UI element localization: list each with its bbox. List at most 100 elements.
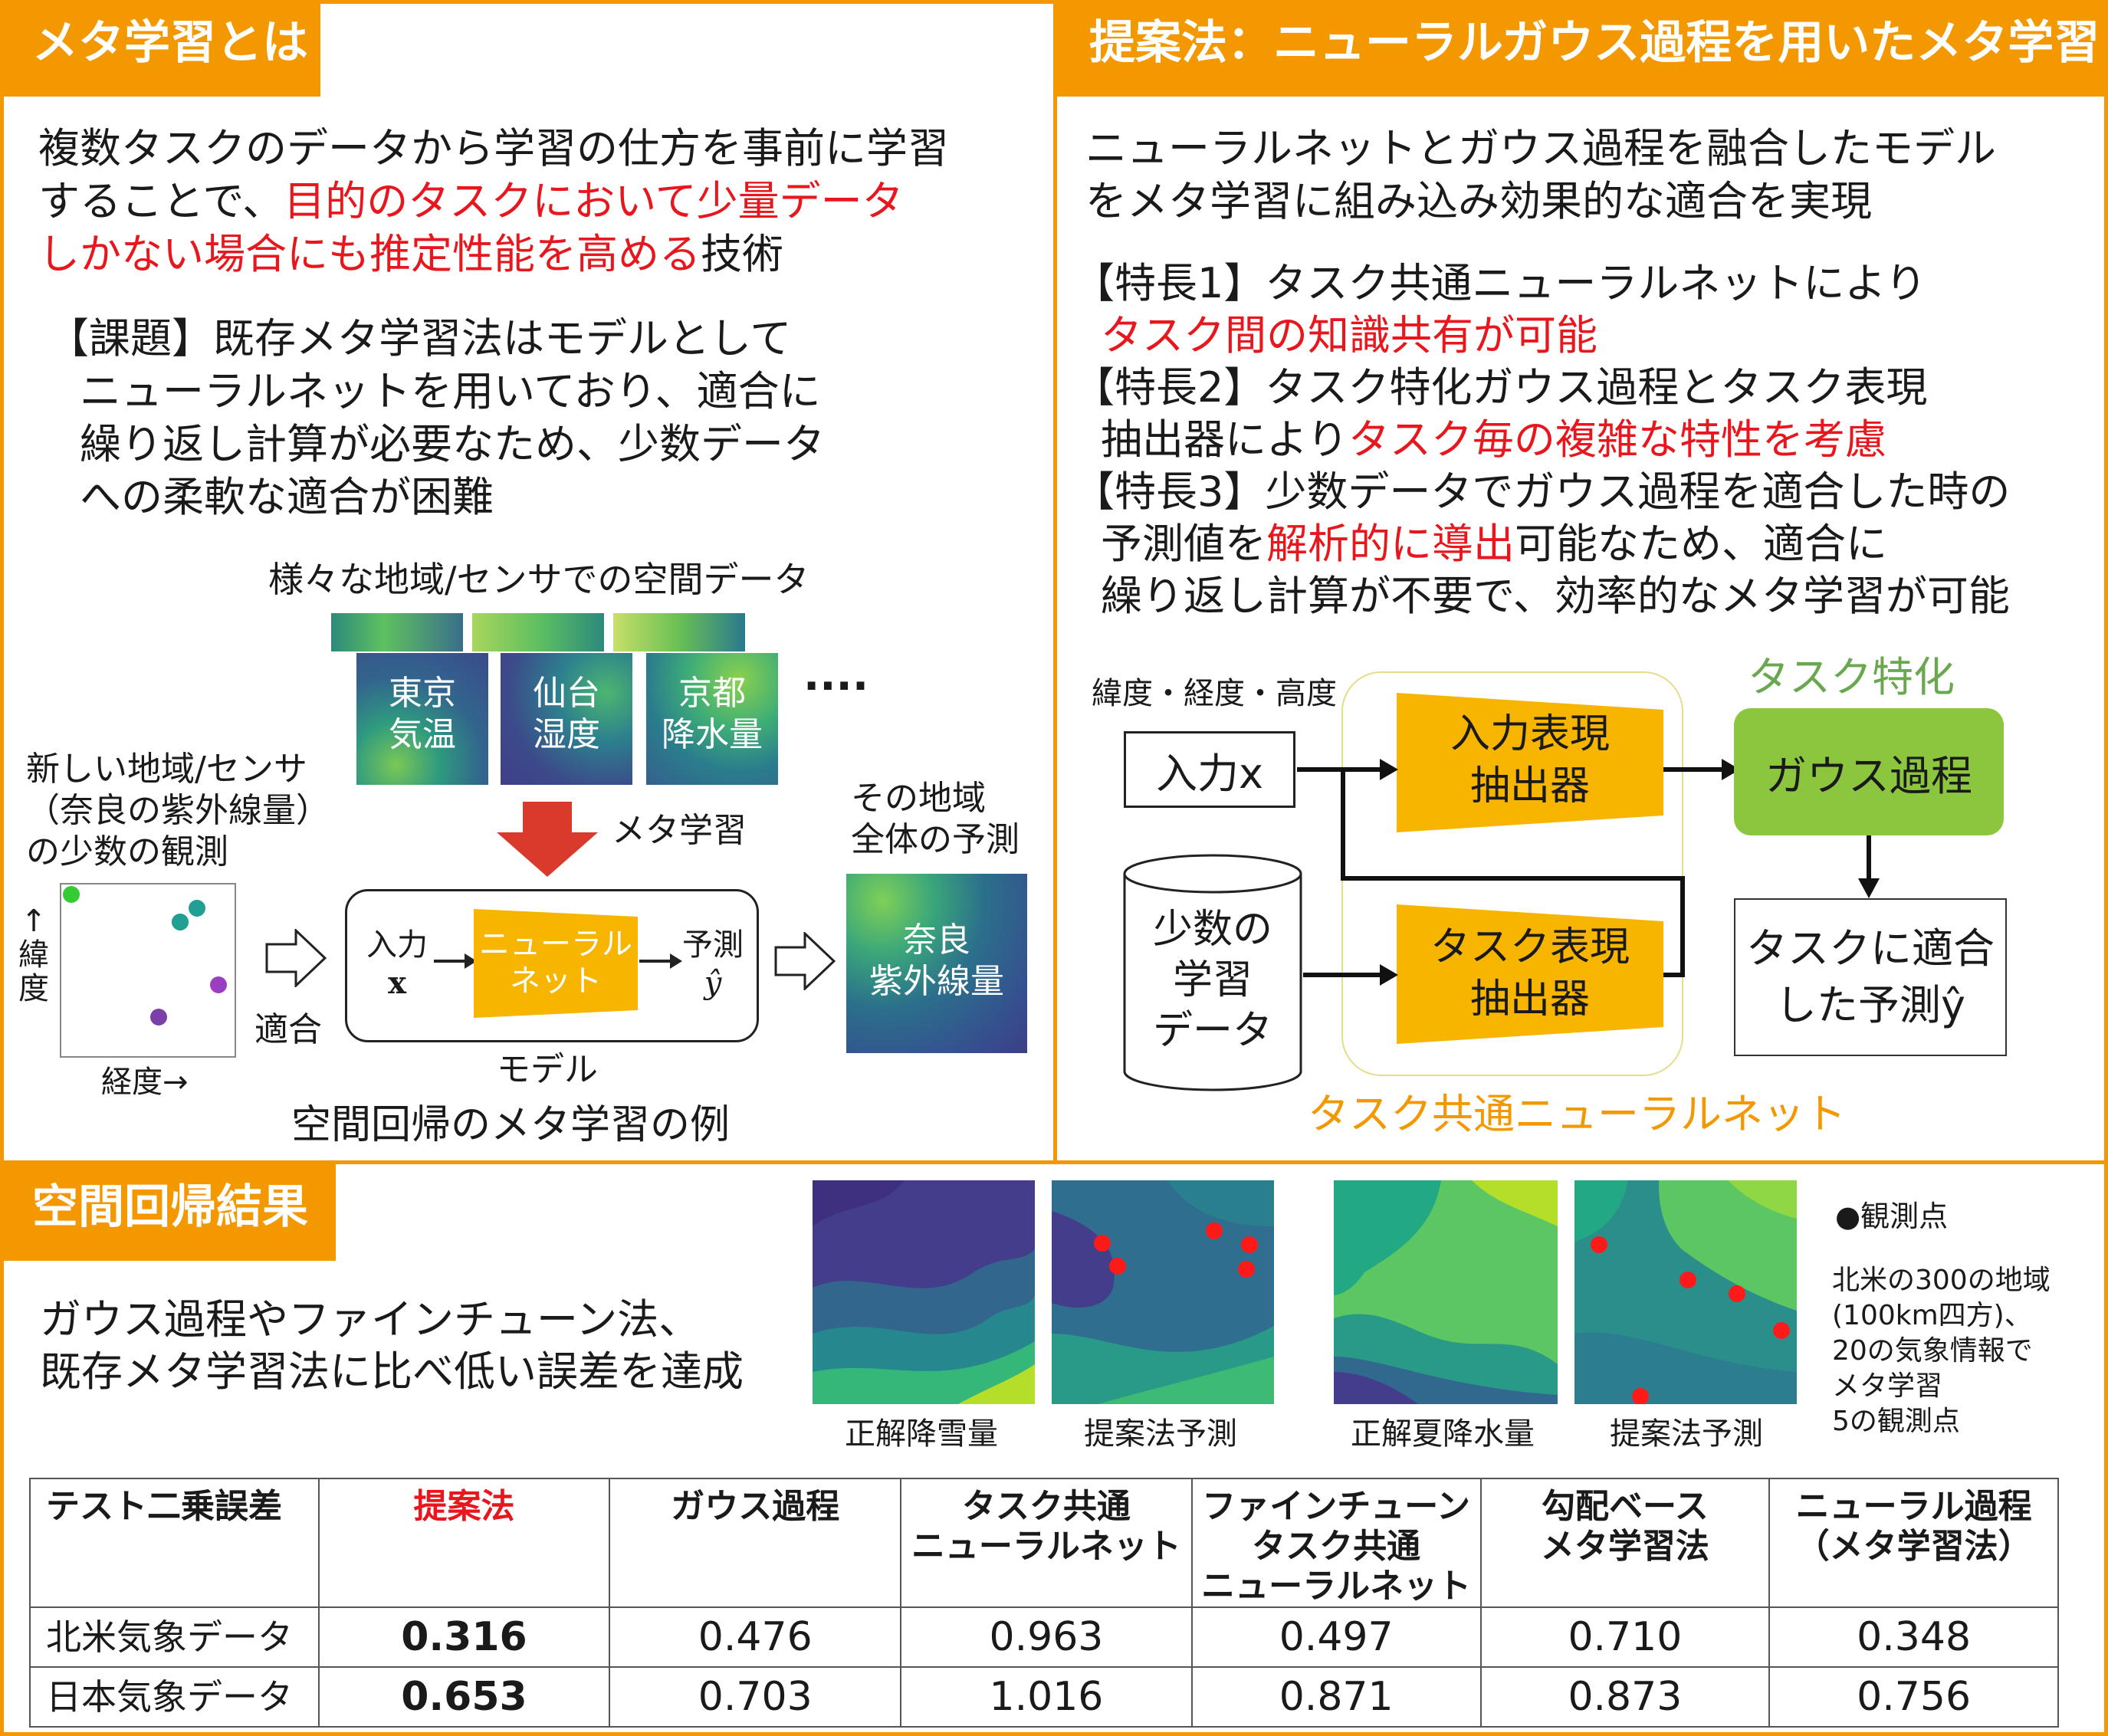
data-line3: データ xyxy=(1152,1008,1272,1054)
meta-intro-line3: しかない場合にも推定性能を高める技術 xyxy=(38,228,783,281)
training-data-label: 少数の 学習 データ xyxy=(1122,904,1303,1056)
diagram-connectors xyxy=(1297,759,1740,986)
map-pred-summer-rain xyxy=(1574,1180,1797,1404)
model-nn-line2: ネット xyxy=(510,963,602,999)
table-cell: 0.316 xyxy=(317,1606,611,1668)
observation-point xyxy=(172,914,189,930)
header-neural-process: ニューラル過程 （メタ学習法） xyxy=(1768,1478,2059,1608)
input-box: 入力x xyxy=(1124,731,1295,808)
gp-box: ガウス過程 xyxy=(1734,708,2004,835)
meta-header: メタ学習とは xyxy=(0,0,320,97)
meta-issue-line4: への柔軟な適合が困難 xyxy=(80,473,494,521)
model-arrow-in xyxy=(434,953,477,969)
observation-point xyxy=(210,976,227,993)
region-pred-line2: 全体の予測 xyxy=(851,820,1020,859)
tile-tokyo-line2: 気温 xyxy=(389,715,456,754)
data-line2: 学習 xyxy=(1172,957,1253,1003)
meta-issue-line3: 繰り返し計算が必要なため、少数データ xyxy=(80,420,825,468)
table-cell: 0.653 xyxy=(317,1666,611,1728)
observation-legend-text: ●観測点 xyxy=(1835,1199,1949,1233)
header-neural-process-l2: （メタ学習法） xyxy=(1795,1527,2032,1566)
results-summary-line1: ガウス過程やファインチューン法、 xyxy=(40,1295,701,1344)
back-map-tile-1 xyxy=(331,613,463,651)
note-line3: 20の気象情報で xyxy=(1832,1335,2033,1367)
note-line4: メタ学習 xyxy=(1832,1370,1943,1402)
task-extractor-line2: 抽出器 xyxy=(1469,976,1590,1022)
model-output-label: 予測 xyxy=(682,927,744,963)
more-dots: ···· xyxy=(803,661,869,711)
back-map-tile-2 xyxy=(472,613,604,651)
note-line5: 5の観測点 xyxy=(1832,1406,1960,1437)
table-header-row: テスト二乗誤差 提案法 ガウス過程 タスク共通 ニューラルネット ファインチュー… xyxy=(29,1478,2059,1608)
map-pred-snowfall xyxy=(1052,1180,1274,1404)
fig-caption: 空間回帰のメタ学習の例 xyxy=(291,1102,731,1148)
lat-char1: 緯 xyxy=(18,937,49,973)
tile-nara-label: 奈良 紫外線量 xyxy=(846,920,1027,1003)
lat-char2: 度 xyxy=(18,971,49,1006)
output-box: タスクに適合 した予測ŷ xyxy=(1734,898,2007,1056)
header-finetune-l3: ニューラルネット xyxy=(1201,1567,1472,1606)
predict-arrow xyxy=(774,932,836,990)
input-desc: 緯度・経度・高度 xyxy=(1092,676,1337,711)
results-header: 空間回帰結果 xyxy=(0,1164,336,1261)
output-line1: タスクに適合 xyxy=(1746,924,1995,973)
tile-sendai-line2: 湿度 xyxy=(533,715,600,754)
note-line2: (100km四方)、 xyxy=(1832,1300,2032,1331)
feature3-line1: 【特長3】少数データでガウス過程を適合した時の xyxy=(1073,468,2011,516)
tile-kyoto-label: 京都 降水量 xyxy=(646,673,778,756)
header-finetune: ファインチューン タスク共通 ニューラルネット xyxy=(1190,1478,1482,1608)
meta-learning-arrow xyxy=(497,802,598,877)
tile-tokyo-line1: 東京 xyxy=(389,674,456,713)
map-label-pred-summer-rain: 提案法予測 xyxy=(1610,1416,1763,1452)
feature3-line2: 予測値を解析的に導出可能なため、適合に xyxy=(1101,518,1887,570)
feature2-2a: 抽出器により xyxy=(1101,415,1348,464)
longitude-label: 経度→ xyxy=(101,1065,189,1100)
map-tile-kyoto: 京都 降水量 xyxy=(646,653,778,785)
feature2-2b: タスク毎の複雑な特性を考慮 xyxy=(1348,415,1886,464)
model-output-yhat: ŷ xyxy=(704,966,722,1001)
feature1-line1: 【特長1】タスク共通ニューラルネットにより xyxy=(1073,259,1927,307)
input-extractor-line1: 入力表現 xyxy=(1450,711,1610,757)
feature3-2c: 可能なため、適合に xyxy=(1515,520,1887,568)
meta-learning-label: メタ学習 xyxy=(612,811,747,850)
row-name: 日本気象データ xyxy=(29,1666,320,1728)
header-common-net: タスク共通 ニューラルネット xyxy=(900,1478,1193,1608)
map-true-snowfall xyxy=(813,1180,1035,1404)
results-summary-line2: 既存メタ学習法に比べ低い誤差を達成 xyxy=(40,1347,744,1396)
feature3-line3: 繰り返し計算が不要で、効率的なメタ学習が可能 xyxy=(1101,572,2010,620)
data-line1: 少数の xyxy=(1152,907,1272,953)
table-cell: 0.348 xyxy=(1768,1606,2059,1668)
feature3-2b: 解析的に導出 xyxy=(1266,520,1515,568)
model-nn-label: ニューラル ネット xyxy=(474,926,638,999)
header-common-net-l1: タスク共通 xyxy=(961,1487,1131,1526)
header-gp-text: ガウス過程 xyxy=(671,1487,840,1526)
header-gp: ガウス過程 xyxy=(609,1478,902,1608)
results-table: テスト二乗誤差 提案法 ガウス過程 タスク共通 ニューラルネット ファインチュー… xyxy=(29,1478,2059,1728)
table-row: 日本気象データ 0.653 0.703 1.016 0.871 0.873 0.… xyxy=(29,1666,2059,1728)
meta-intro-3a: しかない場合にも推定性能を高める xyxy=(38,230,701,278)
table-cell: 0.756 xyxy=(1768,1666,2059,1728)
fit-arrow xyxy=(265,929,327,987)
task-extractor-label: タスク表現 抽出器 xyxy=(1397,921,1663,1026)
table-row: 北米気象データ 0.316 0.476 0.963 0.497 0.710 0.… xyxy=(29,1606,2059,1668)
observation-point xyxy=(63,886,80,903)
lat-arrow: ↑ xyxy=(21,904,47,939)
feature2-line1: 【特長2】タスク特化ガウス過程とタスク表現 xyxy=(1073,363,1928,412)
common-net-label: タスク共通ニューラルネット xyxy=(1308,1090,1846,1138)
results-note: 北米の300の地域 (100km四方)、 20の気象情報で メタ学習 5の観測点 xyxy=(1832,1263,2051,1439)
meta-issue-line2: ニューラルネットを用いており、適合に xyxy=(80,367,821,415)
table-cell: 0.476 xyxy=(609,1606,902,1668)
header-proposed-text: 提案法 xyxy=(413,1487,515,1526)
latitude-label: ↑ 緯 度 xyxy=(17,904,51,1006)
region-pred-line1: その地域 xyxy=(851,779,986,818)
header-gradient-meta-l1: 勾配ベース xyxy=(1541,1487,1709,1526)
table-cell: 0.710 xyxy=(1479,1606,1771,1668)
meta-intro-line1: 複数タスクのデータから学習の仕方を事前に学習 xyxy=(38,124,949,172)
model-label: モデル xyxy=(497,1050,598,1089)
map-label-true-snowfall: 正解降雪量 xyxy=(845,1416,998,1452)
proposal-intro-line1: ニューラルネットとガウス過程を融合したモデル xyxy=(1085,124,1996,172)
header-gradient-meta-l2: メタ学習法 xyxy=(1540,1527,1709,1566)
header-finetune-l1: ファインチューン xyxy=(1202,1487,1471,1526)
header-proposed: 提案法 xyxy=(317,1478,611,1608)
observation-legend: ●観測点 xyxy=(1835,1199,1948,1234)
